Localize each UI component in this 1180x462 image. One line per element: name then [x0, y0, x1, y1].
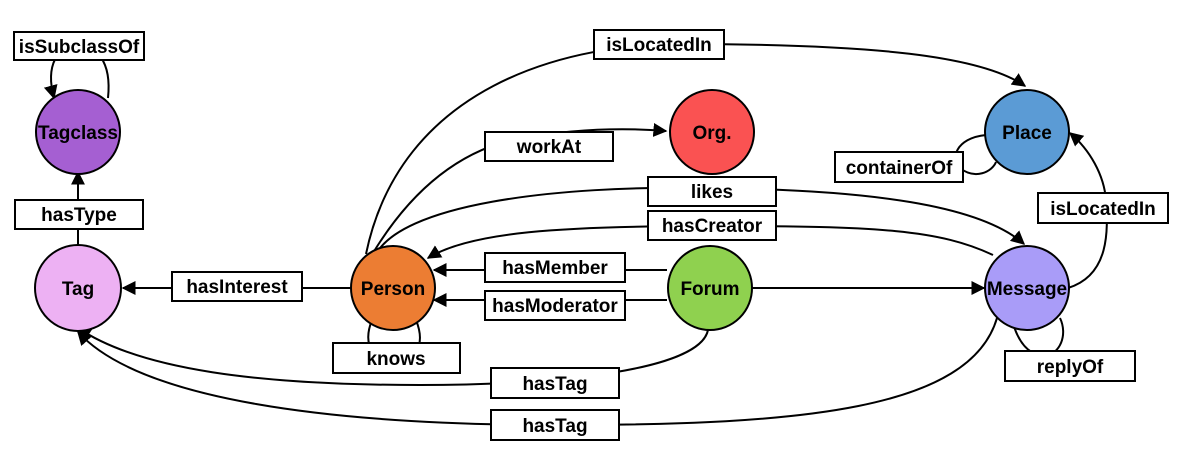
label-has-member-text: hasMember [502, 258, 608, 279]
node-tag-label: Tag [62, 279, 94, 300]
node-forum: Forum [667, 245, 753, 331]
label-knows: knows [332, 342, 461, 374]
node-person-label: Person [361, 279, 425, 300]
edge-has-tag-forum [76, 327, 709, 387]
label-has-type: hasType [14, 199, 144, 230]
label-work-at-text: workAt [516, 137, 582, 158]
node-forum-label: Forum [680, 279, 739, 300]
label-is-located-in-person-text: isLocatedIn [606, 35, 712, 56]
label-has-moderator-text: hasModerator [492, 296, 618, 317]
label-has-moderator: hasModerator [484, 290, 626, 321]
label-work-at: workAt [484, 131, 614, 162]
label-has-member: hasMember [484, 252, 626, 283]
label-is-subclass-of: isSubclassOf [13, 31, 145, 61]
label-has-creator-text: hasCreator [662, 216, 763, 237]
label-has-interest: hasInterest [171, 271, 303, 302]
label-container-of-text: containerOf [846, 158, 953, 179]
node-org: Org. [669, 89, 755, 175]
label-has-tag-forum: hasTag [490, 367, 620, 399]
label-has-tag-forum-text: hasTag [522, 374, 587, 395]
node-place: Place [984, 89, 1070, 175]
node-message: Message [984, 245, 1070, 331]
label-reply-of-text: replyOf [1037, 357, 1104, 378]
node-person: Person [350, 245, 436, 331]
label-has-interest-text: hasInterest [186, 277, 288, 298]
label-container-of: containerOf [834, 151, 964, 183]
label-has-creator: hasCreator [647, 210, 777, 241]
label-likes: likes [647, 176, 777, 207]
node-tagclass-label: Tagclass [38, 123, 118, 144]
label-is-located-in-message-text: isLocatedIn [1050, 199, 1156, 220]
label-is-located-in-message: isLocatedIn [1037, 192, 1169, 224]
node-tag: Tag [34, 244, 122, 332]
label-knows-text: knows [366, 349, 425, 370]
label-is-located-in-person: isLocatedIn [593, 29, 725, 60]
node-org-label: Org. [692, 123, 731, 144]
label-has-tag-message: hasTag [490, 409, 620, 441]
node-tagclass: Tagclass [35, 89, 121, 175]
node-message-label: Message [987, 279, 1067, 300]
label-reply-of: replyOf [1004, 350, 1136, 382]
label-likes-text: likes [691, 182, 733, 203]
label-is-subclass-of-text: isSubclassOf [19, 37, 140, 58]
node-place-label: Place [1002, 123, 1052, 144]
label-has-tag-message-text: hasTag [522, 416, 587, 437]
edge-labels: isSubclassOf hasType hasInterest isLocat… [13, 29, 1169, 441]
label-has-type-text: hasType [41, 205, 117, 226]
